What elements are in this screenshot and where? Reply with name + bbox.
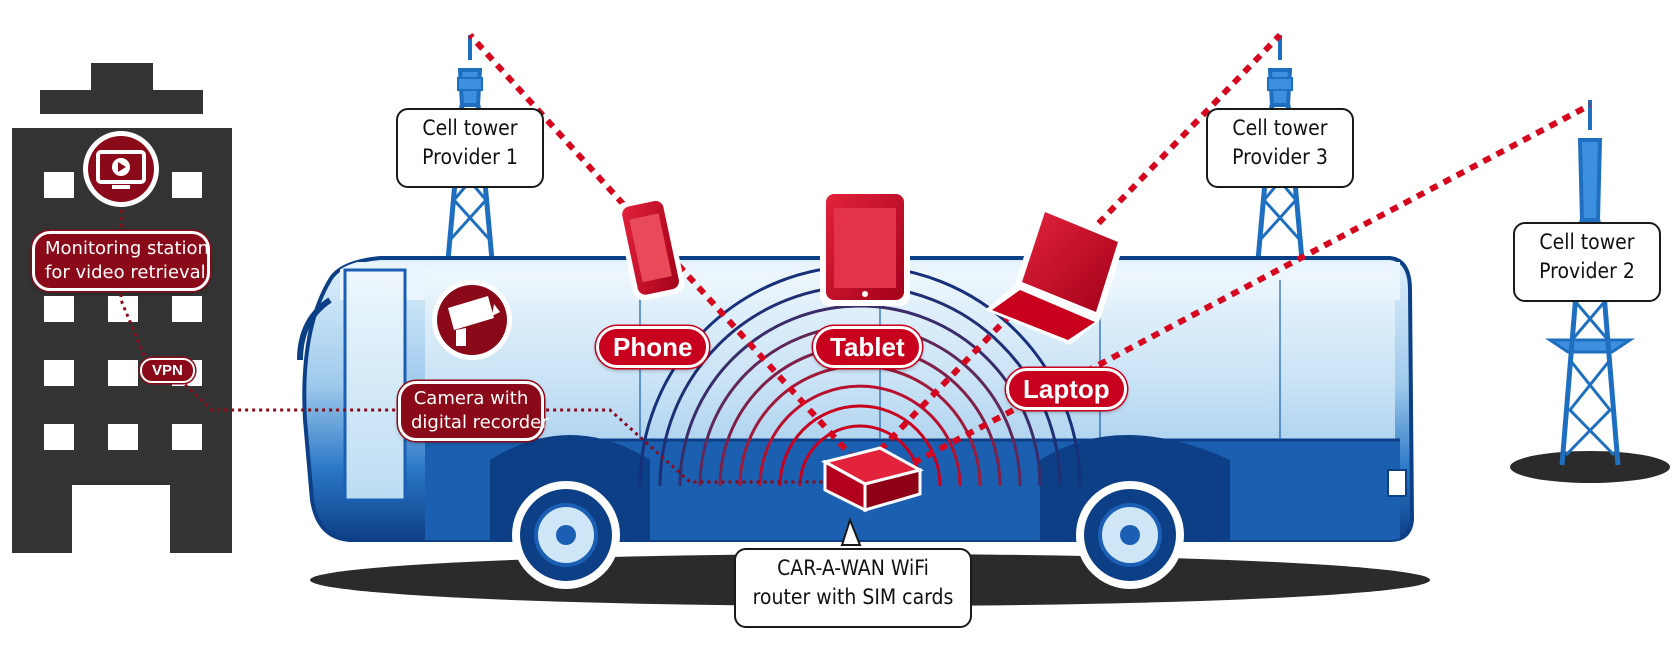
router-label: CAR-A-WAN WiFi router with SIM cards bbox=[734, 548, 972, 628]
tower-3-line1: Cell tower bbox=[1232, 116, 1328, 140]
monitoring-station-label: Monitoring station for video retrieval bbox=[32, 231, 210, 291]
phone-label: Phone bbox=[596, 326, 710, 368]
rear-wheel bbox=[1076, 481, 1184, 589]
vpn-badge: VPN bbox=[140, 358, 195, 383]
tablet-label: Tablet bbox=[813, 326, 922, 368]
tower-2-line1: Cell tower bbox=[1539, 230, 1635, 254]
tower-provider-2-label: Cell tower Provider 2 bbox=[1513, 222, 1661, 302]
tower-3-line2: Provider 3 bbox=[1232, 145, 1328, 169]
video-monitor-icon bbox=[83, 131, 159, 207]
tower-provider-3-label: Cell tower Provider 3 bbox=[1206, 108, 1354, 188]
camera-line2: digital recorder bbox=[411, 412, 549, 433]
tower-1-line1: Cell tower bbox=[422, 116, 518, 140]
tower-2-line2: Provider 2 bbox=[1539, 259, 1635, 283]
tower-shadow bbox=[1510, 451, 1670, 483]
wifi-router-icon bbox=[820, 446, 925, 546]
tablet-icon bbox=[820, 188, 910, 306]
camera-recorder-label: Camera with digital recorder bbox=[398, 381, 549, 441]
router-line2: router with SIM cards bbox=[752, 585, 954, 609]
monitoring-line1: Monitoring station bbox=[45, 238, 209, 259]
laptop-label: Laptop bbox=[1006, 368, 1127, 410]
camera-icon bbox=[432, 280, 512, 360]
laptop-icon bbox=[985, 205, 1125, 345]
monitoring-building bbox=[12, 63, 232, 553]
monitoring-line2: for video retrieval bbox=[45, 262, 206, 283]
tower-1-line2: Provider 1 bbox=[422, 145, 518, 169]
link-router-tower2 bbox=[898, 102, 1592, 473]
phone-icon bbox=[616, 195, 685, 301]
camera-line1: Camera with bbox=[413, 388, 529, 409]
front-wheel bbox=[512, 481, 620, 589]
tower-provider-1-label: Cell tower Provider 1 bbox=[396, 108, 544, 188]
building-windows bbox=[44, 172, 202, 450]
router-line1: CAR-A-WAN WiFi bbox=[777, 556, 929, 580]
